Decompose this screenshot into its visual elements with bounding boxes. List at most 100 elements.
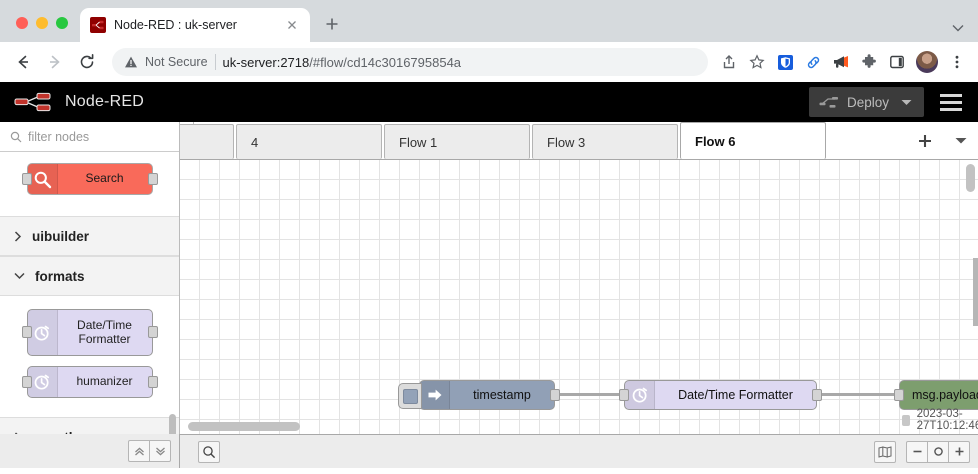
node-input-port[interactable] [21,173,32,185]
profile-avatar[interactable] [916,51,938,73]
flow-tab-flow-1[interactable]: Flow 1 [384,124,530,159]
caret-down-icon[interactable] [901,99,924,106]
status-text: 2023-03-27T10:12:46.986Z [916,408,978,432]
nodered-logo-icon [14,91,56,113]
palette-node-label: Search [85,171,124,186]
omnibox-divider [214,54,216,70]
flow-wire-formatter-to-debug[interactable] [816,393,902,396]
palette-category-formats[interactable]: formats [0,256,179,296]
browser-menu-icon[interactable] [944,49,970,75]
flow-tab-4[interactable]: 4 [236,124,382,159]
palette-filter[interactable]: filter nodes [0,122,179,152]
bookmark-star-icon[interactable] [744,49,770,75]
window-maximize-button[interactable] [56,17,68,29]
bitwarden-shield-icon[interactable] [772,49,798,75]
flow-tab-2[interactable]: 2 [180,124,234,159]
nodered-workspace: filter nodes Search [0,122,978,434]
flow-tabs-bar: 2 4 Flow 1 Flow 3 Flow 6 [180,122,978,160]
node-input-port[interactable] [21,326,32,338]
flow-node-debug[interactable]: msg.payload [894,380,978,410]
reload-icon[interactable] [72,47,102,77]
node-palette: filter nodes Search [0,122,180,434]
deploy-button[interactable]: Deploy [808,87,924,117]
footer-left-actions [198,440,220,463]
zoom-in-plus-icon[interactable] [948,440,970,463]
tab-search-button[interactable] [952,24,978,42]
sidebar-collapsed-scrollbar[interactable] [973,258,978,326]
canvas-horizontal-scrollbar[interactable] [188,422,300,431]
flow-node-datetime-formatter[interactable]: Date/Time Formatter [619,380,822,410]
browser-tab-title: Node-RED : uk-server [114,18,237,32]
window-close-button[interactable] [16,17,28,29]
flow-tab-flow-6[interactable]: Flow 6 [680,122,826,159]
navigator-map-icon[interactable] [874,440,896,463]
double-chevron-up-icon[interactable] [128,440,150,462]
browser-tab[interactable]: Node-RED : uk-server [80,8,310,42]
flow-node-inject[interactable]: timestamp [398,380,560,410]
flow-tab-label: Flow 6 [695,133,736,149]
palette-category-label: smarthome [32,430,105,435]
editor-footer [0,434,978,468]
hamburger-menu-icon[interactable] [938,93,978,111]
flow-tab-label: Flow 3 [547,134,586,150]
flow-node-status: 2023-03-27T10:12:46.986Z [902,408,978,432]
node-output-port[interactable] [147,376,158,388]
zoom-out-minus-icon[interactable] [906,440,928,463]
flow-tab-flow-3[interactable]: Flow 3 [532,124,678,159]
back-arrow-icon[interactable] [8,47,38,77]
address-bar-url: uk-server:2718/#flow/cd14c3016795854a [223,55,462,70]
nodered-favicon [90,17,106,33]
flow-wire-inject-to-formatter[interactable] [554,393,627,396]
footer-right-actions [874,440,970,463]
palette-node-humanizer[interactable]: humanizer [21,366,158,398]
node-output-port[interactable] [812,389,822,401]
palette-category-uibuilder[interactable]: uibuilder [0,216,179,256]
megaphone-icon[interactable] [828,49,854,75]
palette-vertical-scrollbar[interactable] [169,414,176,434]
security-status-label: Not Secure [145,55,208,69]
nodered-header: Node-RED Deploy [0,82,978,122]
flow-canvas[interactable]: timestamp Date/Time Formatter msg.payloa… [180,160,978,434]
magnifier-node-icon [27,164,58,194]
palette-group-top: Search [0,152,179,216]
canvas-vertical-scrollbar[interactable] [966,164,975,192]
share-icon[interactable] [716,49,742,75]
zoom-reset-circle-icon[interactable] [927,440,949,463]
zoom-controls [906,440,970,463]
address-bar[interactable]: Not Secure uk-server:2718/#flow/cd14c301… [112,48,708,76]
node-output-port[interactable] [147,173,158,185]
palette-node-label: humanizer [76,374,133,389]
link-icon[interactable] [800,49,826,75]
clock-node-icon [27,310,58,355]
palette-scroll-area[interactable]: Search uibuilder formats [0,152,179,434]
add-flow-button[interactable] [906,133,944,149]
flow-tabs-menu-button[interactable] [944,137,978,145]
flow-tabs-actions [902,122,978,159]
palette-category-smarthome[interactable]: smarthome [0,417,179,434]
node-input-port[interactable] [619,389,629,401]
palette-node-search[interactable]: Search [21,163,158,195]
palette-group-formats: Date/Time Formatter humanizer [0,296,179,417]
node-output-port[interactable] [147,326,158,338]
close-icon[interactable] [284,17,300,33]
flow-tab-label: 4 [251,134,259,150]
side-panel-icon[interactable] [884,49,910,75]
node-output-port[interactable] [550,389,560,401]
forward-arrow-icon[interactable] [40,47,70,77]
window-minimize-button[interactable] [36,17,48,29]
new-tab-button[interactable] [318,10,346,38]
palette-node-datetime-formatter[interactable]: Date/Time Formatter [21,309,158,356]
nodered-header-actions: Deploy [808,82,978,122]
deploy-main[interactable]: Deploy [809,94,901,110]
extensions-puzzle-icon[interactable] [856,49,882,75]
node-input-port[interactable] [21,376,32,388]
deploy-icon [819,94,839,110]
node-input-port[interactable] [894,389,904,401]
search-icon [10,131,22,143]
browser-tab-strip: Node-RED : uk-server [0,0,978,42]
inject-trigger-button[interactable] [398,383,422,409]
double-chevron-down-icon[interactable] [149,440,171,462]
search-icon[interactable] [198,440,220,463]
url-path: /#flow/cd14c3016795854a [309,54,462,70]
